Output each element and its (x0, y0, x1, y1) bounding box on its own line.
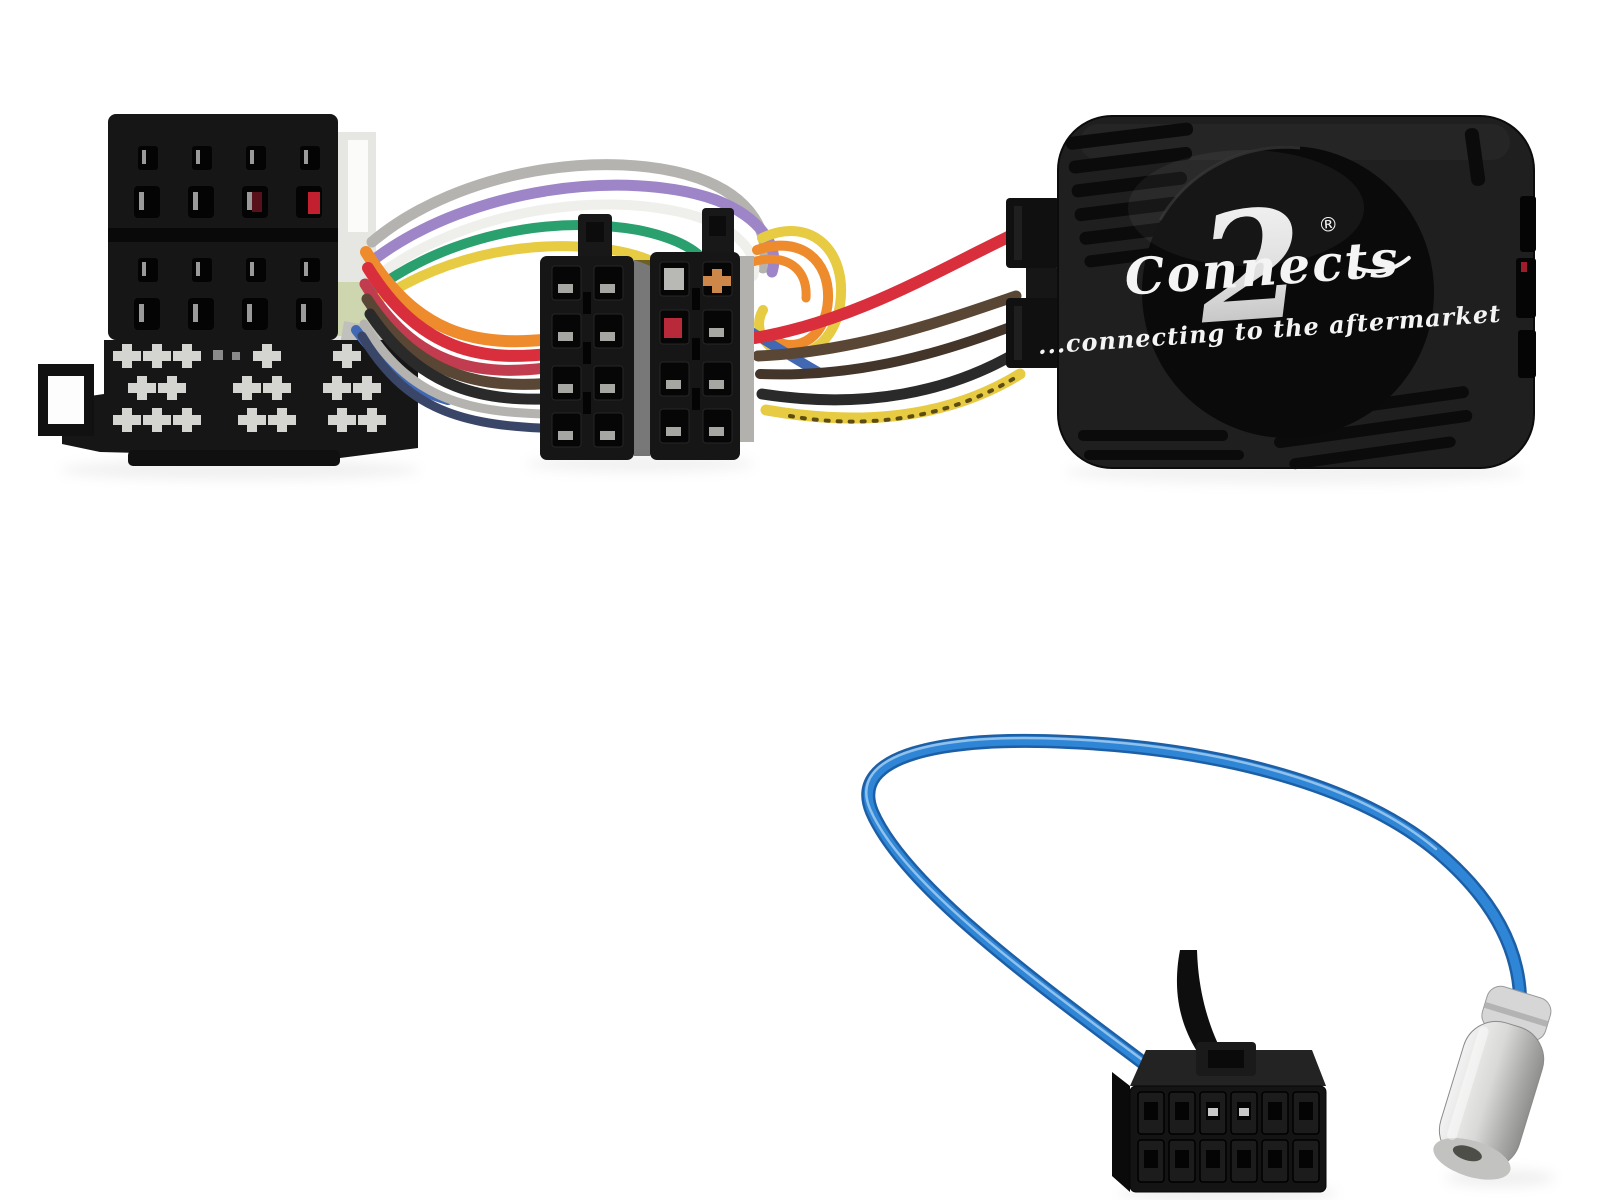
iso-metal-contact-red (664, 318, 682, 338)
wire-crimson (359, 278, 566, 376)
plug-opening (1452, 1145, 1482, 1162)
housing-groove (108, 228, 338, 242)
latch-notch-hole (48, 376, 84, 424)
logo-registered: ® (1317, 212, 1339, 237)
iso-right-side-face (738, 256, 754, 442)
logo-numeral: 2 (1192, 176, 1309, 359)
wire-orange (360, 246, 566, 348)
quadlock-pin-grid (134, 146, 322, 330)
plug-highlight (1447, 1026, 1489, 1140)
badge-sheen (1128, 150, 1364, 266)
box-input-connector (1006, 198, 1060, 368)
socket-metal-contact (1208, 1108, 1218, 1116)
wire-white (375, 199, 760, 281)
ferrule-groove (1483, 1001, 1549, 1027)
latch-clamp-notch (1208, 1050, 1244, 1068)
wire-brown (361, 293, 568, 390)
box-rib-top-right (1464, 128, 1486, 186)
connector-side-face (1112, 1072, 1130, 1192)
iso-right-latch-notch (709, 216, 726, 236)
iso-left-latch-notch (586, 222, 604, 242)
label-white-area (348, 140, 368, 232)
iso-gap-shadow (634, 260, 650, 456)
connector-socket-grid (1137, 1091, 1320, 1183)
socket-metal-contact-2 (1239, 1108, 1249, 1116)
quadlock-plus-pins (113, 344, 386, 432)
wire-orange-stub (747, 254, 811, 303)
iso-metal-contact-silver (664, 268, 684, 290)
box-edge-ports (1516, 196, 1536, 378)
logo-flourish (1349, 255, 1411, 274)
iso-left-sockets (551, 265, 624, 448)
blue-cable (861, 733, 1527, 1075)
wire-loom-right (743, 225, 1028, 424)
antenna-adapter-lead (861, 733, 1552, 1193)
box-ribs-bottom-left (1078, 430, 1244, 460)
wire-orange-loop (752, 240, 834, 350)
iso-connector-pair (540, 208, 754, 460)
wire-red (362, 262, 568, 362)
wire-navy (357, 331, 545, 433)
quadlock-upper-housing (108, 114, 338, 340)
blue-cable-highlight (865, 736, 1438, 1066)
wire-darkbrown-to-box (755, 319, 1023, 380)
swc-interface-module: 2 Connects ® ...connecting to the afterm… (1006, 115, 1536, 470)
antenna-din-plug (1433, 985, 1552, 1180)
quadlock-connector (38, 114, 418, 466)
wire-label-print (788, 374, 1020, 424)
red-pin-accent (308, 192, 320, 214)
dark-red-pin (252, 192, 262, 212)
ground-shadows (60, 456, 1555, 1200)
connector-latch-strap (1176, 950, 1224, 1056)
quadlock-lower-block (62, 340, 418, 458)
lower-block-lip (128, 450, 340, 466)
box-ribs-top-left (1065, 122, 1194, 268)
wire-black (364, 308, 571, 405)
box-logo-badge (1142, 146, 1434, 438)
wire-gray-2 (359, 319, 550, 419)
wire-brown-to-box (752, 290, 1022, 362)
badge-rim-highlight (1158, 145, 1301, 221)
wire-yellow-to-box (760, 368, 1026, 424)
port-red-contact (1521, 262, 1527, 272)
wire-black-to-box (756, 346, 1024, 406)
swc-patch-connector (1112, 950, 1327, 1193)
iso-right-sockets (659, 261, 733, 444)
